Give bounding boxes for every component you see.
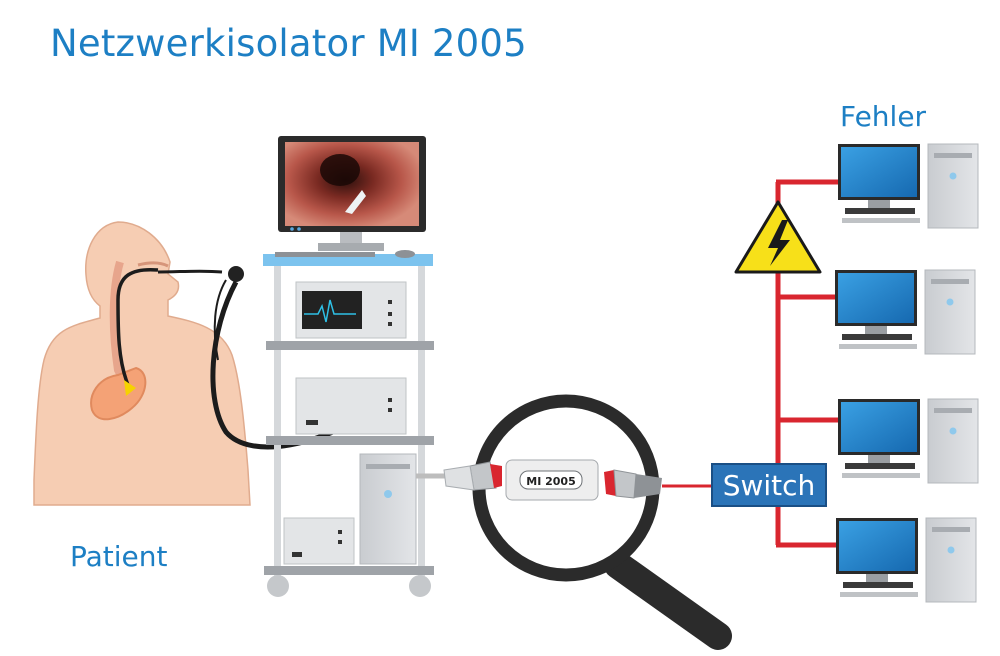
patient-figure (33, 221, 251, 506)
endoscopy-monitor (278, 136, 426, 251)
page-title: Netzwerkisolator MI 2005 (50, 22, 527, 65)
network-switch: Switch (711, 463, 827, 507)
desktop-computer-icon (836, 517, 977, 603)
high-voltage-warning-icon (734, 200, 822, 274)
desktop-computer-icon (838, 143, 979, 229)
patient-label: Patient (70, 540, 168, 573)
stomach (90, 366, 147, 421)
isolator-label: MI 2005 (526, 475, 575, 488)
desktop-computer-icon (838, 398, 979, 484)
magnifying-glass-icon (472, 394, 732, 650)
endoscopy-cart (263, 136, 434, 597)
switch-label: Switch (722, 468, 816, 502)
network-isolator-device: MI 2005 (443, 459, 662, 501)
endoscope-tip (124, 380, 136, 396)
fault-label: Fehler (840, 100, 927, 133)
desktop-computer-icon (835, 269, 976, 355)
